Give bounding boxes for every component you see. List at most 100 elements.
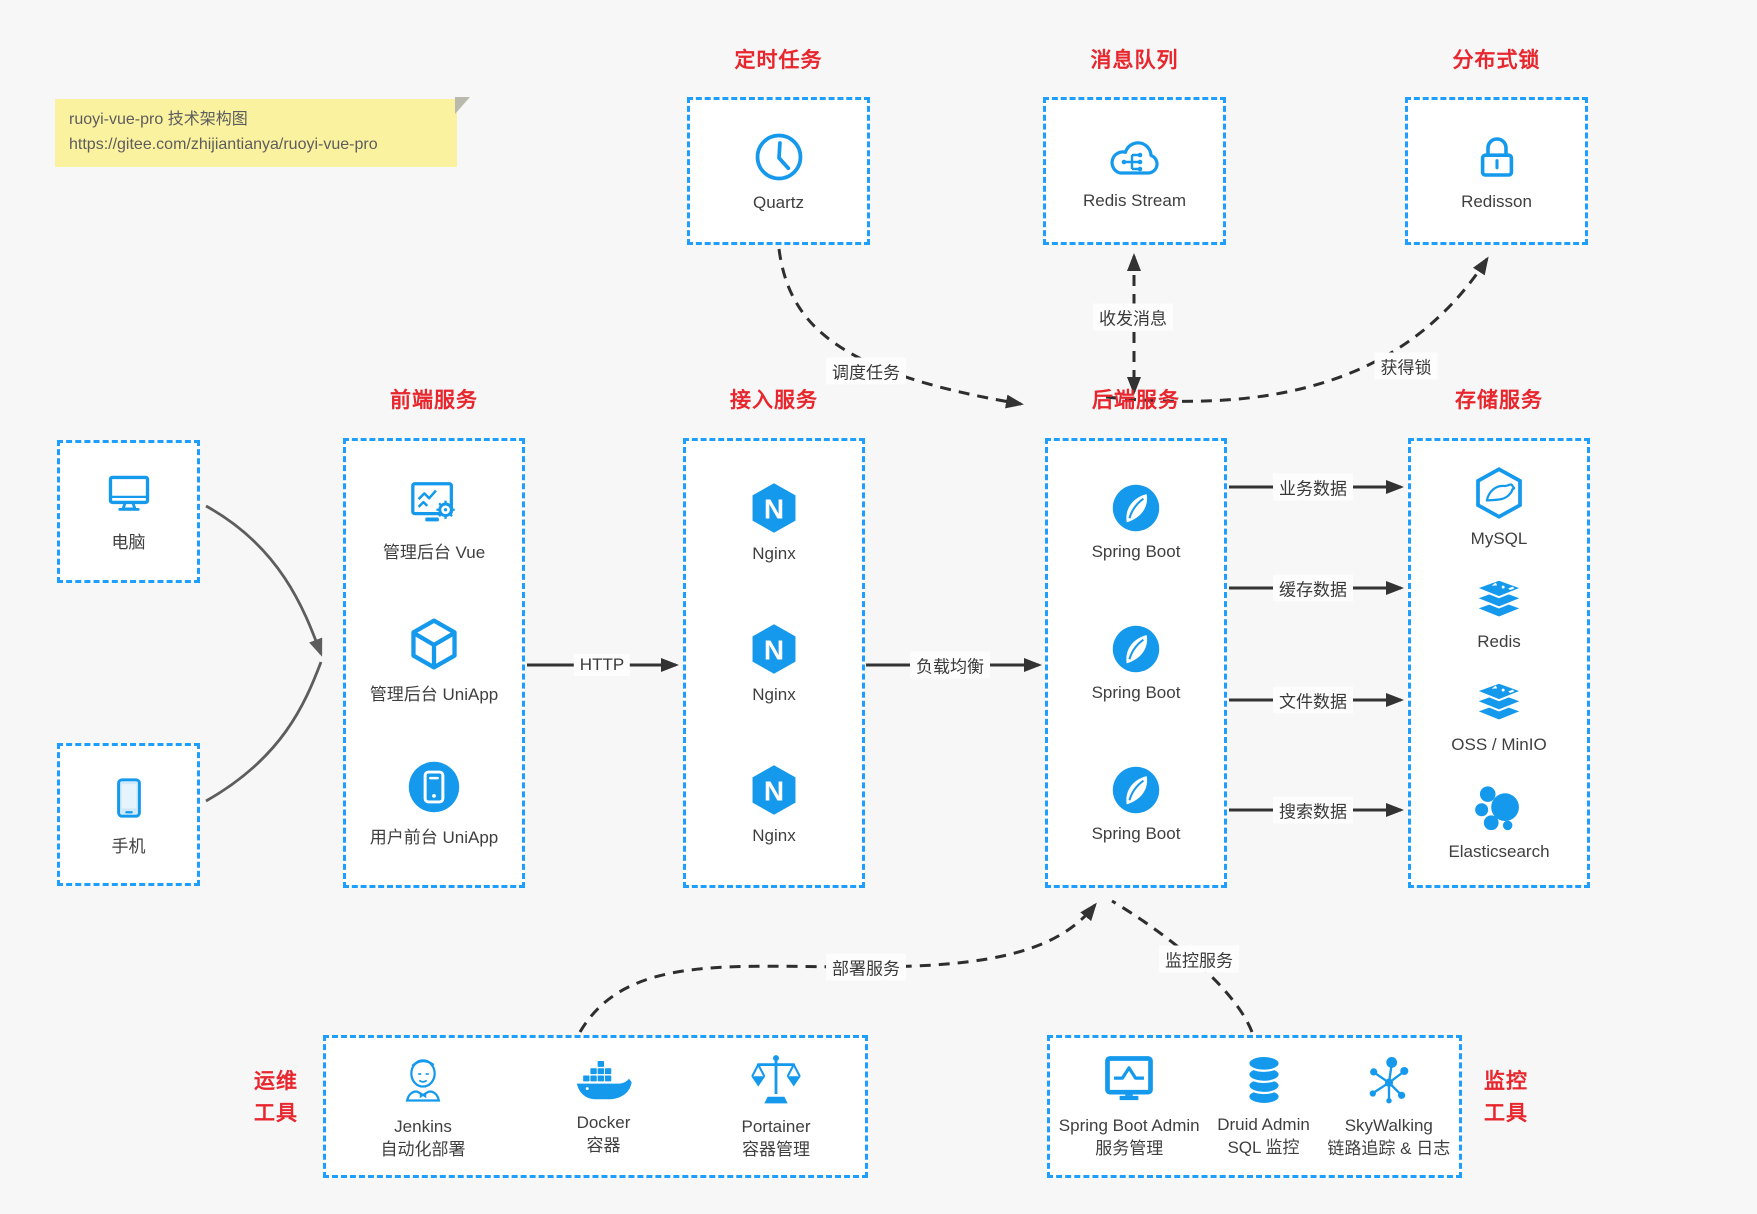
spring-icon <box>1110 764 1162 816</box>
column-title-gateway: 接入服务 <box>730 389 818 412</box>
node-elasticsearch: Elasticsearch <box>1448 782 1550 862</box>
backend-services-box: Spring Boot Spring Boot Spring Boot <box>1045 438 1227 888</box>
node-oss-minio: OSS / MinIO <box>1451 679 1547 755</box>
node-label: Druid Admin <box>1217 1114 1310 1134</box>
spring-boot-admin-icon <box>1100 1053 1158 1107</box>
edge-acquire-lock <box>1105 256 1489 403</box>
node-label: Portainer <box>741 1116 811 1136</box>
edge-label-acquire-lock: 获得锁 <box>1374 352 1438 380</box>
node-label: Spring Boot <box>1091 541 1181 561</box>
node-sublabel: SQL 监控 <box>1227 1137 1300 1157</box>
node-redis-stream: Redis Stream <box>1083 131 1186 211</box>
node-labels: Jenkins 自动化部署 <box>381 1116 466 1162</box>
nginx-icon: N <box>746 621 802 677</box>
desktop-client-box: 电脑 <box>57 440 200 583</box>
node-label: Spring Boot Admin <box>1058 1115 1200 1135</box>
column-title-storage: 存储服务 <box>1455 389 1543 412</box>
node-labels: Docker 容器 <box>577 1112 631 1158</box>
redis-stack-icon <box>1471 679 1527 727</box>
monitor-tools-label-line2: 工具 <box>1484 1101 1528 1125</box>
node-nginx-2: N Nginx <box>746 621 802 705</box>
sticky-note: ruoyi-vue-pro 技术架构图 https://gitee.com/zh… <box>55 97 470 167</box>
docker-icon <box>575 1056 633 1104</box>
edge-phone-to-frontend <box>205 661 323 803</box>
svg-text:N: N <box>764 776 784 807</box>
admin-vue-icon <box>405 478 463 530</box>
node-label: Jenkins <box>394 1116 452 1136</box>
node-sublabel: 服务管理 <box>1095 1138 1164 1158</box>
node-label: Nginx <box>752 826 796 846</box>
node-label: SkyWalking <box>1344 1115 1433 1135</box>
node-admin-vue: 管理后台 Vue <box>383 478 485 563</box>
quartz-box: Quartz <box>687 97 870 245</box>
group-title-message-queue: 消息队列 <box>1090 49 1179 72</box>
skywalking-icon <box>1362 1053 1416 1107</box>
node-redisson: Redisson <box>1461 130 1532 212</box>
spring-icon <box>1110 482 1162 534</box>
node-labels: Portainer 容器管理 <box>742 1116 811 1162</box>
node-labels: Spring Boot Admin 服务管理 <box>1059 1115 1200 1161</box>
node-label: Redis Stream <box>1083 191 1186 210</box>
node-label: Redisson <box>1461 192 1532 211</box>
jenkins-icon <box>395 1052 451 1108</box>
cloud-share-icon <box>1102 131 1166 183</box>
portainer-icon <box>748 1052 804 1108</box>
gateway-services-box: N Nginx N Nginx N Nginx <box>683 438 865 888</box>
note-url: https://gitee.com/zhijiantianya/ruoyi-vu… <box>69 135 378 153</box>
node-labels: Druid Admin SQL 监控 <box>1217 1114 1310 1160</box>
druid-icon <box>1239 1054 1289 1106</box>
note-fold-corner <box>455 97 470 114</box>
storage-services-box: MySQL Redis <box>1408 438 1590 888</box>
node-label: Spring Boot <box>1091 824 1181 844</box>
mysql-icon <box>1471 465 1527 521</box>
node-redis: Redis <box>1471 576 1527 652</box>
node-label: Quartz <box>752 193 805 212</box>
redis-stack-icon <box>1471 576 1527 624</box>
node-nginx-3: N Nginx <box>746 762 802 846</box>
clock-icon <box>751 129 807 185</box>
node-skywalking: SkyWalking 链路追踪 & 日志 <box>1327 1053 1450 1161</box>
node-druid-admin: Druid Admin SQL 监控 <box>1217 1054 1310 1160</box>
node-desktop: 电脑 <box>101 470 157 553</box>
lock-icon <box>1470 130 1524 184</box>
node-label: Spring Boot <box>1091 682 1181 702</box>
ops-tools-label-line1: 运维 <box>254 1070 298 1093</box>
node-label: OSS / MinIO <box>1451 734 1547 754</box>
edge-label-send-receive-msg: 收发消息 <box>1093 303 1173 331</box>
user-app-icon <box>406 759 462 815</box>
svg-text:N: N <box>764 634 784 665</box>
node-label: 管理后台 UniApp <box>369 685 499 705</box>
node-jenkins: Jenkins 自动化部署 <box>381 1052 466 1162</box>
node-spring-boot-admin: Spring Boot Admin 服务管理 <box>1059 1053 1200 1161</box>
node-label: 用户前台 UniApp <box>369 828 499 848</box>
node-admin-uniapp: 管理后台 UniApp <box>370 616 498 705</box>
edge-label-file-data: 文件数据 <box>1273 686 1353 714</box>
node-mysql: MySQL <box>1470 465 1528 549</box>
edge-desktop-to-frontend <box>205 504 323 657</box>
node-label: Nginx <box>752 543 796 563</box>
elasticsearch-icon <box>1473 782 1525 834</box>
node-label: Elasticsearch <box>1448 841 1550 861</box>
node-label: Redis <box>1477 631 1521 651</box>
group-title-distributed-lock: 分布式锁 <box>1452 49 1541 72</box>
edge-label-cache-data: 缓存数据 <box>1273 574 1353 602</box>
edge-schedule-task <box>777 248 1024 409</box>
node-phone: 手机 <box>103 772 155 857</box>
group-title-scheduled-tasks: 定时任务 <box>734 49 823 72</box>
node-label: 手机 <box>111 837 146 856</box>
node-label: Nginx <box>752 684 796 704</box>
node-sublabel: 容器 <box>586 1135 621 1155</box>
node-springboot-1: Spring Boot <box>1091 482 1181 562</box>
ops-tools-label-line2: 工具 <box>254 1101 298 1125</box>
edge-label-http: HTTP <box>573 654 631 676</box>
edge-label-deploy-service: 部署服务 <box>826 953 906 981</box>
edge-label-monitor-service: 监控服务 <box>1159 945 1239 973</box>
node-label: MySQL <box>1470 528 1528 548</box>
redisson-box: Redisson <box>1405 97 1588 245</box>
spring-icon <box>1110 623 1162 675</box>
edge-label-business-data: 业务数据 <box>1273 473 1353 501</box>
node-portainer: Portainer 容器管理 <box>742 1052 811 1162</box>
monitor-tools-box: Spring Boot Admin 服务管理 Druid Admin SQL 监… <box>1047 1035 1462 1178</box>
node-docker: Docker 容器 <box>575 1056 633 1158</box>
